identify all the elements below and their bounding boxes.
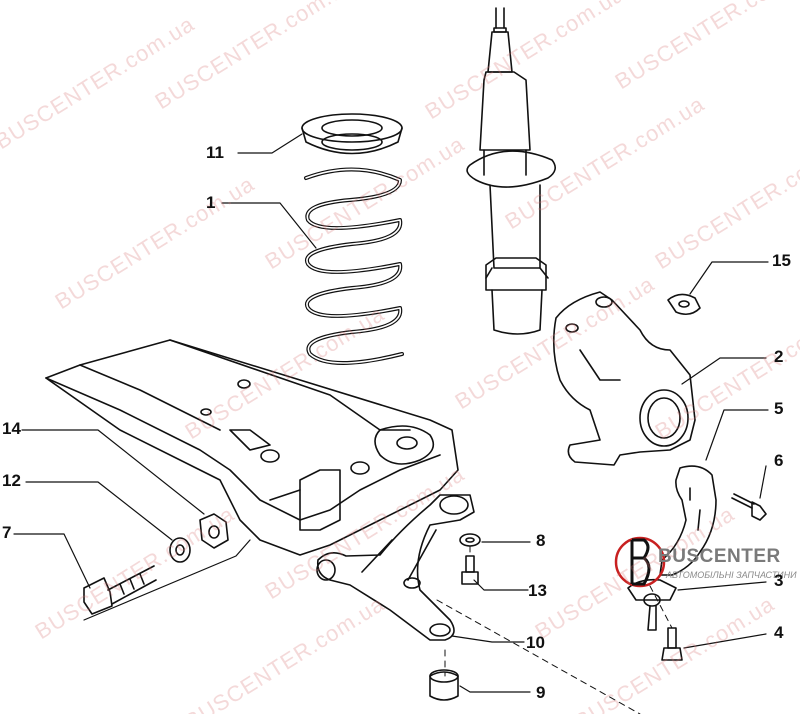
- bolt-13: [461, 555, 479, 585]
- shock-absorber: [466, 7, 556, 335]
- callout-10: 10: [526, 633, 545, 652]
- washer-8: [459, 533, 481, 547]
- buscenter-logo: BUSCENTER АВТОМОБІЛЬНІ ЗАПЧАСТИНИ: [612, 528, 798, 598]
- subframe: [45, 339, 459, 556]
- nut-14: [199, 513, 229, 549]
- callout-6: 6: [774, 451, 784, 470]
- leader-lines: [13, 133, 769, 693]
- coil-spring: [304, 167, 404, 365]
- callout-15: 15: [772, 251, 791, 270]
- splash-shield: [659, 465, 717, 576]
- gasket: [667, 293, 701, 316]
- spring-upper-seat: [301, 113, 403, 155]
- callout-11: 11: [206, 143, 224, 162]
- callout-8: 8: [536, 531, 546, 550]
- callout-13: 13: [528, 581, 547, 600]
- callout-3: 3: [774, 571, 784, 590]
- logo-tagline: АВТОМОБІЛЬНІ ЗАПЧАСТИНИ: [666, 570, 797, 580]
- callout-4: 4: [774, 623, 784, 642]
- lower-control-arm: [316, 494, 475, 641]
- bolt-7: [83, 565, 157, 615]
- callout-5: 5: [774, 399, 784, 418]
- assembly-lines: [436, 545, 673, 714]
- callout-12: 12: [2, 471, 21, 490]
- bolt-6: [731, 493, 767, 521]
- bolt-4: [661, 627, 683, 661]
- buscenter-logo-emblem: [614, 536, 666, 588]
- callout-14: 14: [2, 419, 21, 438]
- callout-2: 2: [774, 347, 784, 366]
- callout-9: 9: [536, 683, 546, 702]
- washer-12: [169, 537, 191, 563]
- bushing-9: [429, 669, 459, 701]
- steering-knuckle: [552, 291, 696, 466]
- callout-7: 7: [2, 523, 12, 542]
- logo-name: BUSCENTER: [658, 546, 781, 567]
- callout-1: 1: [206, 193, 216, 212]
